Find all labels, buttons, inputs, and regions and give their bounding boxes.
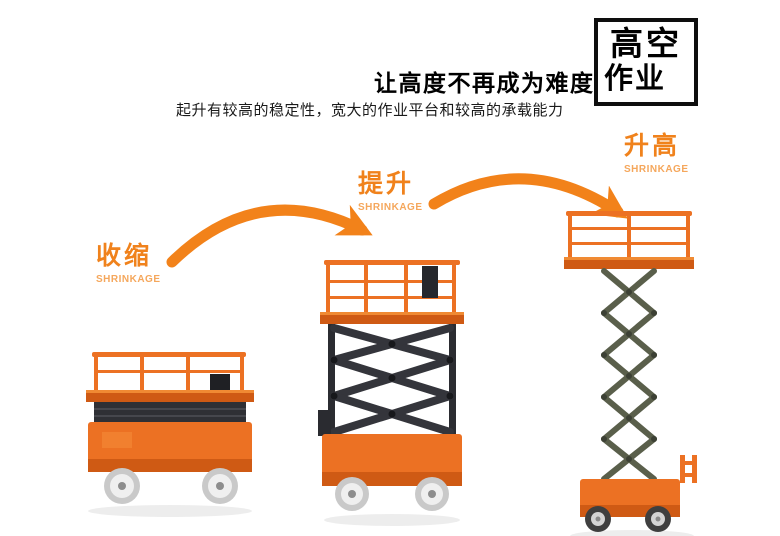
stage-label-lifting: 提升 SHRINKAGE bbox=[358, 164, 423, 213]
scissor-lift-half-raised-image bbox=[318, 260, 464, 526]
scissor-lift-fully-raised-image bbox=[564, 211, 697, 536]
stage-label-raised: 升高 SHRINKAGE bbox=[624, 126, 689, 175]
headline: 让高度不再成为难度 bbox=[374, 70, 595, 96]
stage-label-en: SHRINKAGE bbox=[96, 274, 161, 285]
curved-arrow-1-icon bbox=[166, 204, 373, 268]
stage-label-en: SHRINKAGE bbox=[624, 164, 689, 175]
stage-label-en: SHRINKAGE bbox=[358, 202, 423, 213]
stage-label-collapsed: 收缩 SHRINKAGE bbox=[96, 236, 161, 285]
stage-label-zh: 升高 bbox=[624, 132, 681, 160]
stage-label-zh: 提升 bbox=[358, 170, 415, 198]
badge-line1: 高空 bbox=[610, 25, 682, 62]
scissor-lift-collapsed-image bbox=[86, 352, 254, 517]
badge-line2: 作业 bbox=[604, 63, 667, 96]
aerial-work-badge: 高空 作业 bbox=[594, 18, 698, 106]
stage-label-zh: 收缩 bbox=[96, 242, 153, 270]
subheadline: 起升有较高的稳定性，宽大的作业平台和较高的承载能力 bbox=[176, 102, 564, 119]
